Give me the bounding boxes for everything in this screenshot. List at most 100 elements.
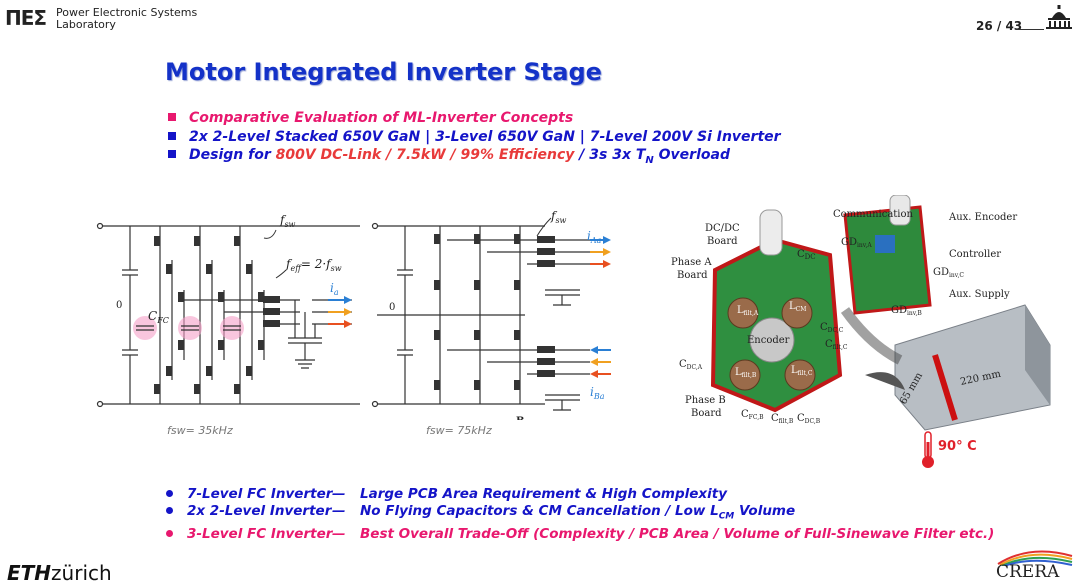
svg-text:fsw: fsw (550, 209, 567, 225)
square-bullet-icon (168, 131, 176, 140)
square-bullet-icon (168, 113, 176, 121)
top-bullet-2: Design for 800V DC-Link / 7.5kW / 99% Ef… (168, 146, 781, 170)
label-gd-a-sub: inv,A (857, 242, 872, 249)
label-lfilt-c-sub: filt,C (798, 370, 813, 377)
bottom-bullet-1-name: 2x 2-Level Inverter (187, 503, 332, 519)
bottom-bullet-1-part-2: Volume (734, 503, 796, 519)
slide-title: Motor Integrated Inverter Stage (165, 58, 602, 86)
mid-iba-label: i (590, 385, 594, 399)
left-cfc-sub: FC (156, 316, 169, 325)
label-cdc-b: C (797, 413, 805, 424)
eth-logo-bold: ETH (7, 561, 52, 585)
left-fsw-label: f (279, 213, 287, 227)
eth-logo: ETHzürich (7, 561, 112, 585)
label-lcm-sub: CM (796, 306, 807, 313)
label-gd-a: GD (841, 237, 857, 248)
label-phase-a: Phase A (671, 257, 712, 268)
mid-fsw-sub: sw (555, 216, 566, 225)
thermometer-icon (922, 431, 934, 468)
label-cdca: C (679, 359, 687, 370)
label-cfc-b: C (741, 409, 749, 420)
label-cfilt-b: C (771, 413, 779, 424)
label-communication: Communication (833, 209, 914, 220)
label-aux-supply: Aux. Supply (948, 289, 1010, 300)
circuit-fc-inverter: fsw feff= 2·fsw 0 CFC ia (96, 213, 360, 408)
circuit-stacked-inverter: fsw 0 iAa iBa B (371, 209, 611, 420)
svg-text:Cfilt,B: Cfilt,B (771, 413, 794, 425)
mid-iaa-label: i (587, 229, 591, 243)
label-aux-encoder: Aux. Encoder (948, 212, 1017, 223)
svg-text:CDC: CDC (797, 249, 816, 261)
label-lfilt-b-sub: filt,B (742, 372, 757, 379)
svg-text:CDC,B: CDC,B (797, 413, 821, 425)
label-cdcc: C (820, 322, 828, 333)
svg-text:Lfilt,B: Lfilt,B (735, 367, 757, 379)
top-bullet-0: Comparative Evaluation of ML-Inverter Co… (168, 109, 781, 128)
label-cdcc-sub: DC,C (828, 327, 844, 334)
label-phase-a-board: Board (677, 270, 708, 281)
label-dcdc-board: Board (707, 236, 738, 247)
top-bullet-2-part-2: / 3s 3x T (574, 147, 646, 163)
svg-text:iBa: iBa (590, 385, 605, 401)
inverter-hardware-photo: DC/DC Board Phase A Board CDC Communicat… (671, 195, 1051, 431)
bottom-bullet-0-separator: — (332, 486, 346, 502)
label-controller: Controller (949, 249, 1001, 260)
bottom-bullet-2-separator: — (332, 525, 346, 542)
left-feff-eq-sub: sw (331, 264, 342, 273)
svg-text:ia: ia (330, 281, 339, 297)
label-gd-b-sub: inv,B (907, 310, 922, 317)
svg-text:Cfilt,C: Cfilt,C (825, 339, 848, 351)
label-cfilt-c-sub: filt,C (833, 344, 848, 351)
left-fsw-sub: sw (284, 220, 295, 229)
left-ia-sub: a (334, 288, 339, 297)
svg-text:GDinv,A: GDinv,A (841, 237, 872, 249)
left-feff-label: f (285, 257, 293, 271)
pes-logo: ΠΕΣ (5, 6, 47, 30)
svg-text:CDC,A: CDC,A (679, 359, 703, 371)
label-lfilt-b: L (735, 367, 742, 378)
label-cdca-sub: DC,A (687, 364, 703, 371)
label-dcdc: DC/DC (705, 223, 740, 234)
label-phase-b-board: Board (691, 408, 722, 419)
mid-iaa-sub: Aa (590, 236, 602, 245)
bottom-bullet-0-part-0: Large PCB Area Requirement & High Comple… (360, 486, 727, 502)
bottom-bullet-1-separator: — (332, 503, 346, 519)
left-cfc-label: C (148, 309, 157, 323)
temperature-label: 90° C (938, 439, 977, 454)
left-ia-label: i (330, 281, 334, 295)
label-cfilt-c: C (825, 339, 833, 350)
label-cdc-sub: DC (805, 253, 816, 261)
bottom-bullet-2-part-0: Best Overall Trade-Off (Complexity / PCB… (360, 525, 995, 542)
left-feff-eq: = 2·f (301, 257, 333, 271)
bottom-bullet-0-name: 7-Level FC Inverter (187, 486, 333, 502)
eth-logo-rest: zürich (51, 561, 112, 585)
label-lcm: L (789, 301, 796, 312)
bottom-bullet-2: 3-Level FC Inverter—Best Overall Trade-O… (166, 526, 994, 543)
top-bullet-2-part-4: Overload (653, 147, 730, 163)
svg-text:fsw: fsw (279, 213, 296, 229)
svg-text:feff= 2·fsw: feff= 2·fsw (285, 257, 342, 273)
mid-circuit-caption: fsw= 75kHz (426, 424, 492, 437)
left-zero-label: 0 (116, 300, 122, 311)
mid-iba-sub: Ba (593, 392, 605, 401)
bottom-bullet-list: 7-Level FC Inverter—Large PCB Area Requi… (166, 486, 994, 543)
left-circuit-caption: fsw= 35kHz (167, 424, 233, 437)
building-icon (1046, 5, 1072, 29)
page-underline (1016, 29, 1044, 30)
left-feff-sub: eff (290, 264, 302, 273)
label-cdc: C (797, 249, 805, 260)
top-bullet-2-part-3: N (645, 154, 654, 166)
label-gd-c: GD (933, 267, 949, 278)
top-bullet-list: Comparative Evaluation of ML-Inverter Co… (168, 109, 781, 170)
bottom-bullet-1: 2x 2-Level Inverter—No Flying Capacitors… (166, 503, 994, 526)
svg-text:CDC,C: CDC,C (820, 322, 844, 334)
svg-text:GDinv,B: GDinv,B (891, 305, 922, 317)
round-bullet-icon (166, 490, 173, 497)
svg-text:LCM: LCM (789, 301, 806, 313)
crera-rainbow-icon (997, 550, 1073, 566)
label-gd-b: GD (891, 305, 907, 316)
lab-name: Power Electronic Systems Laboratory (56, 7, 197, 31)
top-bullet-1-part-0: 2x 2-Level Stacked 650V GaN | 3-Level 65… (189, 128, 781, 145)
label-phase-b: Phase B (685, 395, 726, 406)
label-lfilt-c: L (791, 365, 798, 376)
